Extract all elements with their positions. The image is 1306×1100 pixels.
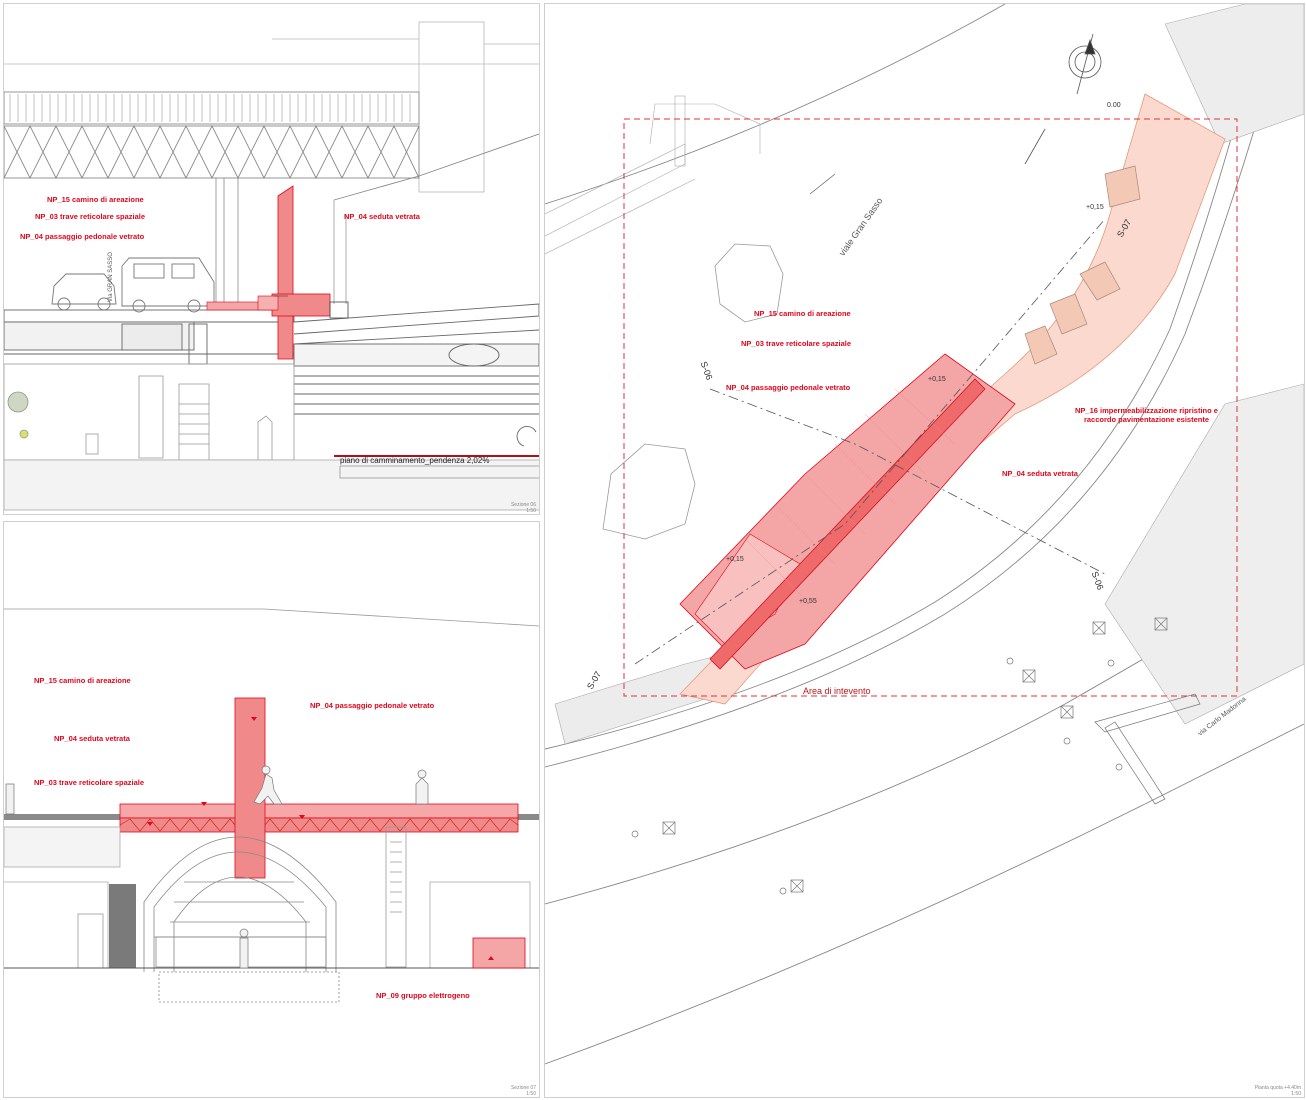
- car-silhouette: [51, 273, 117, 311]
- glass-seat: [271, 293, 331, 317]
- generator-unit: [472, 937, 526, 969]
- north-arrow-icon: [1068, 33, 1102, 95]
- label-np04-passage: NP_04 passaggio pedonale vetrato: [726, 383, 851, 392]
- label-np03: NP_03 trave reticolare spaziale: [741, 339, 852, 348]
- plan-footer: Pianta quota +4.40m 1:50: [1254, 1085, 1301, 1097]
- car-top-view: [602, 443, 696, 540]
- plan-panel: NP_15 camino di areazione NP_03 trave re…: [544, 3, 1305, 1098]
- label-np04-seat: NP_04 seduta vetrata: [344, 212, 420, 221]
- ventilation-chimney: [234, 697, 266, 879]
- label-np15: NP_15 camino di areazione: [47, 195, 144, 204]
- section-07-drawing: [4, 608, 539, 1003]
- level-marker: +0,15: [928, 376, 946, 383]
- glass-seat-strip: [709, 378, 986, 670]
- section-07-footer: Sezione 07 1:50: [510, 1085, 536, 1097]
- section-07-panel: NP_15 camino di areazione NP_04 passaggi…: [3, 521, 540, 1098]
- label-np16: NP_16 impermeabilizzazione ripristino e …: [1075, 406, 1218, 425]
- intervention-area-label: Area di intevento: [803, 686, 871, 696]
- level-marker: +0,15: [1086, 204, 1104, 211]
- label-np04-passage: NP_04 passaggio pedonale vetrato: [20, 232, 145, 241]
- slope-note: piano di camminamento_pendenza 2,02%: [340, 456, 490, 465]
- label-np09: NP_09 gruppo elettrogeno: [376, 991, 470, 1000]
- label-np04-seat: NP_04 seduta vetrata: [1002, 469, 1078, 478]
- intervention-boundary: [623, 118, 1238, 697]
- label-np04-seat: NP_04 seduta vetrata: [54, 734, 130, 743]
- label-np15: NP_15 camino di areazione: [34, 676, 131, 685]
- section-06-panel: NP_15 camino di areazione NP_03 trave re…: [3, 3, 540, 515]
- section-line-s06: [709, 388, 1106, 575]
- label-np15: NP_15 camino di areazione: [754, 309, 851, 318]
- level-marker: 0.00: [1107, 102, 1121, 109]
- ventilation-chimney: [277, 185, 294, 360]
- label-np04-passage: NP_04 passaggio pedonale vetrato: [310, 701, 435, 710]
- car-top-view: [714, 243, 784, 323]
- street-label-via-gran-sasso: Via GRAN SASSO: [108, 252, 114, 302]
- label-np03: NP_03 trave reticolare spaziale: [35, 212, 146, 221]
- level-marker: +0,55: [799, 598, 817, 605]
- van-silhouette: [121, 257, 215, 313]
- section-06-footer: Sezione 06 1:50: [510, 502, 536, 514]
- section-line-s07: [634, 218, 1106, 665]
- truss-bridge: [4, 91, 420, 180]
- plan-drawing: [545, 4, 1304, 1065]
- label-np03: NP_03 trave reticolare spaziale: [34, 778, 145, 787]
- level-marker: +0,15: [726, 556, 744, 563]
- section-06-drawing: [4, 21, 539, 511]
- deck-slab: [119, 803, 519, 819]
